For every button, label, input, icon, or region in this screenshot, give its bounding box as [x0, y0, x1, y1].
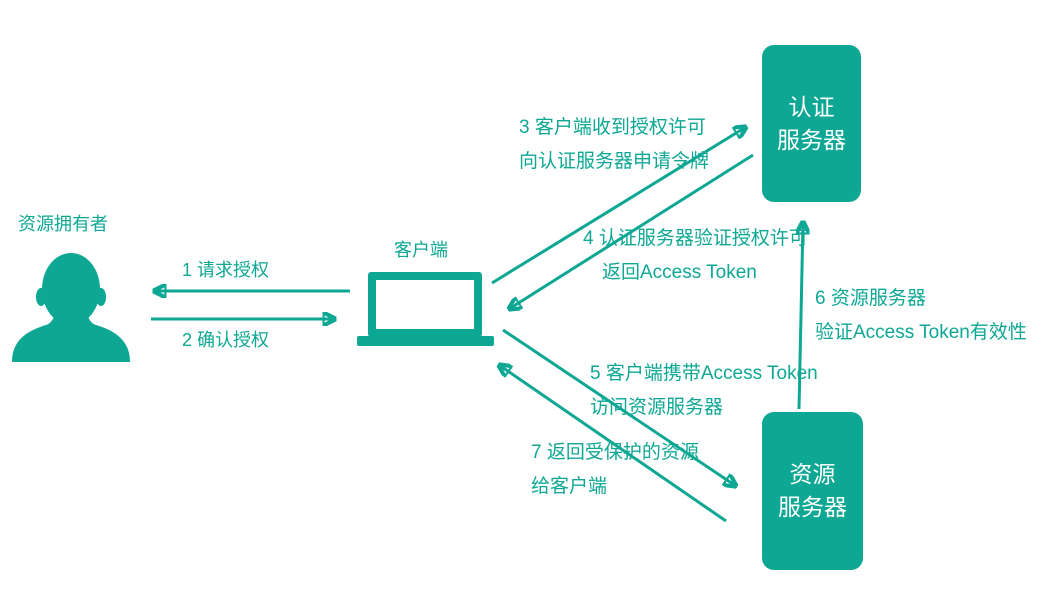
step5-label: 5 客户端携带Access Token 访问资源服务器 [590, 357, 818, 425]
resource-server-label-line1: 资源 [789, 461, 836, 487]
arrow-step5 [502, 328, 736, 486]
step3-line1: 3 客户端收到授权许可 [519, 117, 706, 138]
arrow-step7 [499, 365, 727, 523]
client-label: 客户端 [394, 240, 448, 260]
person-icon [10, 253, 134, 363]
step1-label: 1 请求授权 [182, 260, 270, 280]
step7-line1: 7 返回受保护的资源 [531, 442, 699, 463]
arrow-step6 [799, 222, 803, 410]
step7-line2: 给客户端 [531, 476, 608, 497]
auth-server-box: 认证 服务器 [762, 45, 861, 202]
resource-server-label-line2: 服务器 [778, 494, 847, 520]
step3-line2: 向认证服务器申请令牌 [519, 151, 710, 172]
step6-line2: 验证Access Token有效性 [815, 322, 1027, 343]
laptop-screen [368, 272, 482, 337]
laptop-base [357, 336, 494, 346]
step4-line2: 返回Access Token [602, 262, 757, 283]
step5-line2: 访问资源服务器 [590, 397, 724, 418]
step3-label: 3 客户端收到授权许可 向认证服务器申请令牌 [519, 111, 709, 179]
step7-label: 7 返回受保护的资源 给客户端 [531, 436, 699, 504]
step4-label: 4 认证服务器验证授权许可 返回Access Token [583, 222, 808, 290]
arrow-step4 [509, 153, 754, 309]
auth-server-label-line2: 服务器 [777, 126, 846, 153]
step6-label: 6 资源服务器 验证Access Token有效性 [815, 282, 1027, 350]
step4-line1: 4 认证服务器验证授权许可 [583, 228, 808, 249]
resource-server-box: 资源 服务器 [762, 412, 863, 570]
arrow-step3 [491, 127, 746, 285]
auth-server-label-line1: 认证 [788, 93, 835, 120]
step5-line1: 5 客户端携带Access Token [590, 363, 818, 384]
step6-line1: 6 资源服务器 [815, 288, 926, 309]
resource-owner-label: 资源拥有者 [18, 214, 108, 234]
step2-label: 2 确认授权 [182, 330, 270, 350]
